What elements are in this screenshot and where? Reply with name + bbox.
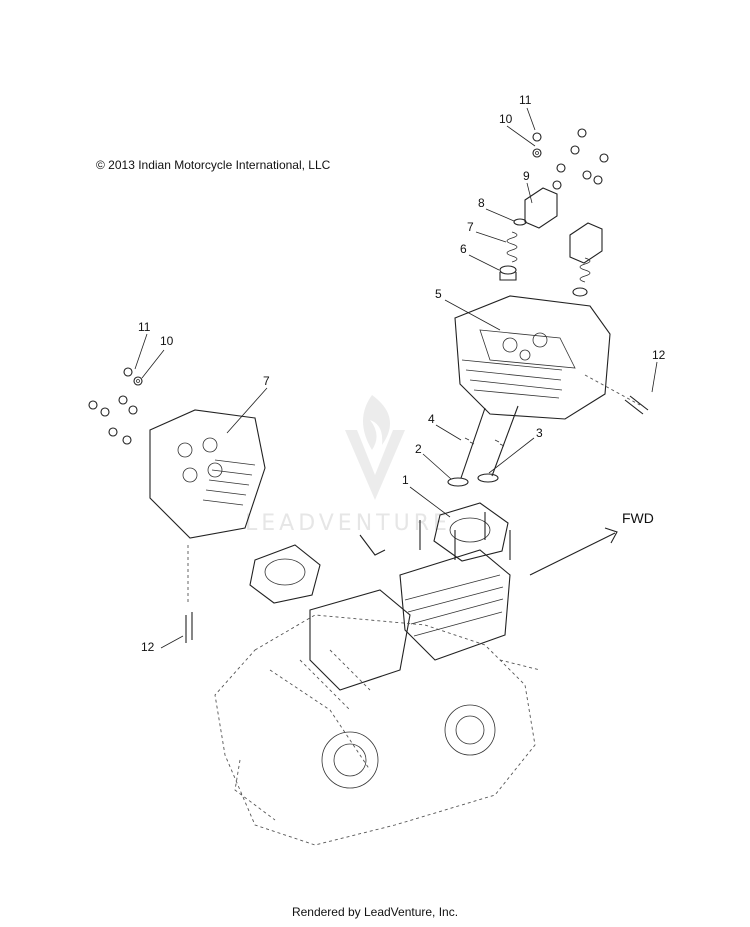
callout-11-left: 11	[138, 320, 151, 334]
callout-labels: 11 10 9 8 7 6 5 12 4 2 3 1 11 10 7 12	[138, 93, 666, 654]
right-valves[interactable]	[447, 405, 519, 487]
callout-leaders	[134, 107, 658, 649]
right-nuts-washers[interactable]	[532, 128, 609, 190]
callout-11-right: 11	[519, 93, 532, 107]
callout-8: 8	[478, 196, 485, 210]
forward-direction-arrow: FWD	[529, 510, 654, 576]
callout-2: 2	[415, 442, 422, 456]
watermark: LEADVENTURE	[245, 395, 451, 536]
callout-5: 5	[435, 287, 442, 301]
left-dowel-pins[interactable]	[185, 545, 193, 643]
fwd-label: FWD	[622, 510, 654, 526]
left-cylinder-head[interactable]	[149, 409, 266, 539]
left-nuts-washers[interactable]	[88, 367, 143, 445]
callout-4: 4	[428, 412, 435, 426]
right-valve-train[interactable]	[499, 187, 603, 297]
callout-7-left: 7	[263, 374, 270, 388]
right-dowel-pins[interactable]	[584, 374, 649, 415]
callout-10-left: 10	[160, 334, 174, 348]
callout-7-right: 7	[467, 220, 474, 234]
right-cylinder-head[interactable]	[454, 295, 611, 420]
head-gasket-right[interactable]	[433, 502, 509, 562]
watermark-text: LEADVENTURE	[245, 511, 451, 536]
head-gasket-left[interactable]	[249, 544, 321, 604]
copyright-notice: © 2013 Indian Motorcycle International, …	[96, 158, 331, 172]
callout-1: 1	[402, 473, 409, 487]
rendered-by-footer: Rendered by LeadVenture, Inc.	[291, 905, 459, 919]
engine-crankcase[interactable]	[214, 512, 541, 846]
callout-3: 3	[536, 426, 543, 440]
callout-10-right: 10	[499, 112, 513, 126]
callout-12-left: 12	[141, 640, 155, 654]
callout-12-right: 12	[652, 348, 666, 362]
callout-9: 9	[523, 169, 530, 183]
callout-6: 6	[460, 242, 467, 256]
